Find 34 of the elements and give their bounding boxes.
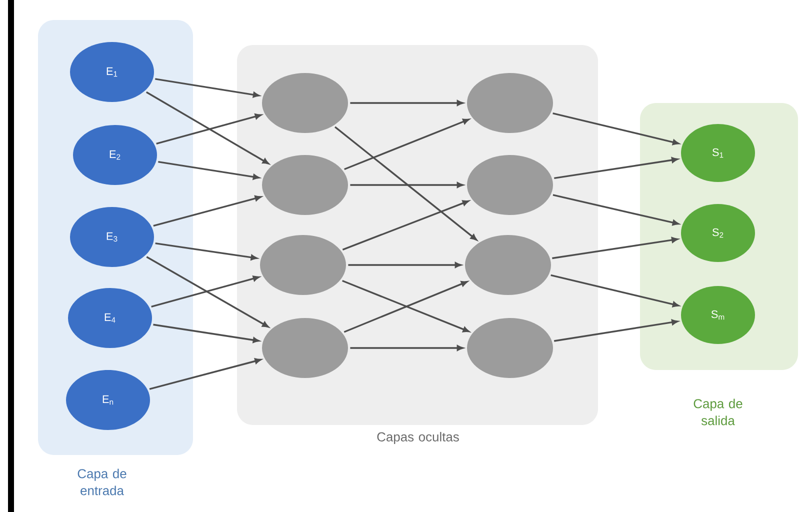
- arrow: [155, 242, 258, 260]
- arrow: [350, 182, 464, 188]
- neuron-circle: [262, 73, 348, 133]
- arrow: [151, 276, 260, 308]
- arrow: [334, 126, 477, 240]
- arrow: [342, 200, 469, 250]
- neuron-circle: [262, 155, 348, 215]
- arrow: [153, 324, 260, 343]
- neuron-circle: [467, 73, 553, 133]
- neuron-circle: [260, 235, 346, 295]
- arrow: [552, 237, 678, 260]
- arrow: [156, 114, 262, 144]
- layer-label: Capa de entrada: [78, 468, 126, 496]
- arrow: [554, 157, 678, 180]
- arrow: [146, 256, 269, 328]
- neuron-circle: [465, 235, 551, 295]
- neuron-circle: [467, 155, 553, 215]
- arrow: [552, 112, 680, 146]
- arrow: [348, 262, 462, 268]
- arrow: [350, 345, 464, 351]
- arrow: [550, 274, 679, 308]
- arrow: [155, 78, 260, 98]
- arrow: [554, 319, 678, 342]
- layer-label: Capas ocultas: [377, 432, 459, 444]
- arrow: [344, 118, 470, 170]
- arrow: [153, 195, 262, 227]
- arrow: [350, 100, 464, 106]
- arrow: [149, 358, 262, 390]
- layer-label: Capa de salida: [694, 398, 742, 426]
- neuron-circle: [467, 318, 553, 378]
- arrow: [146, 91, 269, 164]
- neuron-circle: [262, 318, 348, 378]
- arrow: [552, 194, 679, 226]
- arrow: [158, 160, 260, 180]
